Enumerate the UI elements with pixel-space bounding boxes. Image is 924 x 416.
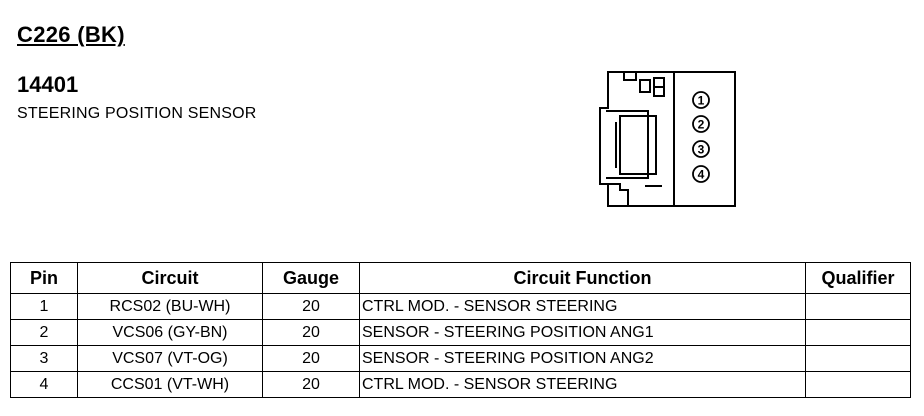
connector-id: C226 (BK)	[17, 22, 125, 47]
header-pin: Pin	[10, 262, 78, 294]
cell-circuit: VCS07 (VT-OG)	[77, 345, 263, 372]
pin-2-label: 2	[698, 118, 705, 132]
pin-3-label: 3	[698, 143, 705, 157]
key-box-left	[639, 79, 651, 93]
cell-gauge: 20	[262, 319, 360, 346]
cell-gauge: 20	[262, 345, 360, 372]
cell-qualifier	[805, 371, 911, 398]
pin-1-circle	[692, 91, 710, 109]
pin-1-label: 1	[698, 94, 705, 108]
table-row: 1 RCS02 (BU-WH) 20 CTRL MOD. - SENSOR ST…	[10, 293, 911, 320]
cell-pin: 1	[10, 293, 78, 320]
cell-function: SENSOR - STEERING POSITION ANG1	[359, 319, 806, 346]
header-circuit: Circuit	[77, 262, 263, 294]
latch-outline	[606, 110, 649, 179]
cell-qualifier	[805, 345, 911, 372]
cell-circuit: CCS01 (VT-WH)	[77, 371, 263, 398]
header-gauge: Gauge	[262, 262, 360, 294]
part-number: 14401	[17, 72, 79, 97]
pin-4-circle	[692, 165, 710, 183]
component-description: STEERING POSITION SENSOR	[17, 105, 257, 122]
cell-qualifier	[805, 293, 911, 320]
connector-face-diagram: 1 2 3 4	[599, 71, 736, 207]
pinout-table: Pin Circuit Gauge Circuit Function Quali…	[10, 262, 911, 398]
header-circuit-function: Circuit Function	[359, 262, 806, 294]
cell-circuit: VCS06 (GY-BN)	[77, 319, 263, 346]
table-row: 4 CCS01 (VT-WH) 20 CTRL MOD. - SENSOR ST…	[10, 371, 911, 398]
cell-gauge: 20	[262, 371, 360, 398]
cell-function: CTRL MOD. - SENSOR STEERING	[359, 293, 806, 320]
table-header-row: Pin Circuit Gauge Circuit Function Quali…	[10, 262, 911, 294]
cell-function: SENSOR - STEERING POSITION ANG2	[359, 345, 806, 372]
cell-pin: 2	[10, 319, 78, 346]
cell-circuit: RCS02 (BU-WH)	[77, 293, 263, 320]
cell-pin: 4	[10, 371, 78, 398]
cell-pin: 3	[10, 345, 78, 372]
header-qualifier: Qualifier	[805, 262, 911, 294]
table-row: 2 VCS06 (GY-BN) 20 SENSOR - STEERING POS…	[10, 319, 911, 346]
pin-2-circle	[692, 115, 710, 133]
housing-step	[608, 183, 629, 206]
pin-circles	[692, 91, 710, 183]
pin-4-label: 4	[698, 168, 705, 182]
cell-gauge: 20	[262, 293, 360, 320]
table-row: 3 VCS07 (VT-OG) 20 SENSOR - STEERING POS…	[10, 345, 911, 372]
pin-3-circle	[692, 140, 710, 158]
latch-tab	[619, 115, 657, 175]
cell-function: CTRL MOD. - SENSOR STEERING	[359, 371, 806, 398]
housing-notch	[623, 72, 637, 81]
cell-qualifier	[805, 319, 911, 346]
